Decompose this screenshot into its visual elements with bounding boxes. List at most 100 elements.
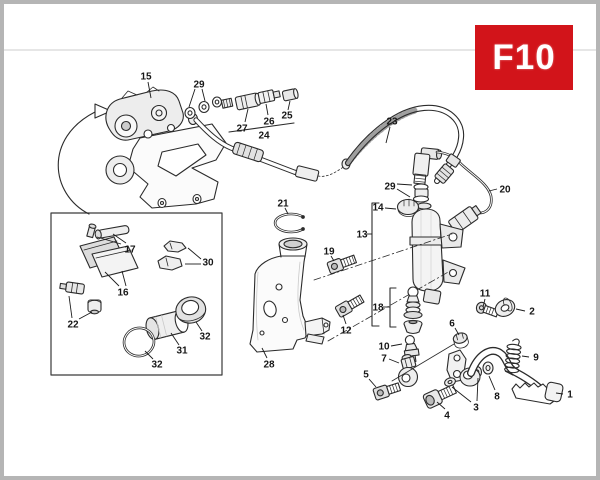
part-callout-21: 21 (277, 199, 289, 210)
part-callout-5: 5 (363, 370, 369, 381)
part-callout-22: 22 (67, 320, 79, 331)
callout-leader-3 (476, 377, 479, 402)
brake-hose-23 (341, 104, 465, 184)
part-code-badge: F10 (475, 25, 573, 90)
bracket-18 (389, 287, 397, 328)
callout-leader-23 (385, 126, 391, 144)
callout-leader-14 (384, 207, 397, 210)
callout-leader-16 (104, 271, 120, 287)
part-callout-7: 7 (381, 354, 387, 365)
part-callout-10: 10 (378, 342, 390, 353)
part-callout-11: 11 (480, 289, 491, 300)
callout-leader-22 (68, 295, 73, 319)
part-callout-15: 15 (140, 72, 152, 83)
part-callout-25: 25 (281, 111, 293, 122)
brake-pads-16 (79, 236, 139, 278)
frame-bracket-28 (249, 237, 331, 353)
callout-leader-17 (96, 236, 122, 245)
rod-end-7 (391, 343, 455, 388)
part-callout-28: 28 (263, 360, 275, 371)
callout-leader-4 (436, 401, 446, 410)
install-arrow (57, 103, 112, 215)
brake-caliper-assembly (105, 86, 227, 209)
pad-pin-17 (86, 223, 130, 240)
part-callout-20: 20 (499, 185, 511, 196)
callout-leader-19 (330, 255, 335, 262)
callout-leader-29 (188, 88, 196, 108)
part-callout-16: 16 (117, 288, 129, 299)
nut-6 (452, 332, 469, 349)
part-callout-32: 32 (199, 332, 211, 343)
bleed-screw-22 (59, 281, 102, 315)
roller-2 (494, 297, 516, 317)
callout-leader-29 (201, 88, 206, 102)
part-callout-30: 30 (202, 258, 214, 269)
stoplight-switch-elbow (412, 147, 443, 210)
fitting-27 (234, 92, 262, 111)
part-callout-9: 9 (533, 353, 539, 364)
part-callout-8: 8 (494, 392, 500, 403)
callout-leader-12 (342, 314, 347, 325)
part-callout-32: 32 (151, 360, 163, 371)
part-callout-29: 29 (384, 182, 396, 193)
mount-bolt-12 (334, 294, 365, 318)
callout-leader-32 (195, 321, 203, 332)
callout-leader-11 (482, 298, 486, 308)
inset-detail-box (50, 212, 223, 376)
callout-leader-8 (488, 375, 496, 391)
callout-leader-29 (396, 188, 411, 198)
bracket-13 (371, 202, 380, 327)
part-code-text: F10 (492, 37, 556, 77)
callout-leader-5 (368, 378, 377, 388)
callout-leader-3 (451, 386, 472, 403)
mount-bolt-19 (326, 254, 358, 275)
part-callout-19: 19 (323, 247, 335, 258)
caliper-fittings-row (184, 88, 299, 133)
callout-leader-20 (488, 188, 498, 192)
circlip-21 (273, 212, 305, 234)
callout-leader-27 (244, 108, 249, 123)
callout-leader-15 (147, 81, 152, 99)
callout-leader-25 (287, 100, 291, 111)
group-line-24 (228, 122, 295, 133)
part-callout-23: 23 (386, 117, 398, 128)
bolt-5 (372, 382, 402, 401)
part-callout-14: 14 (372, 203, 384, 214)
fitting-26 (257, 89, 281, 104)
cap-25 (281, 88, 299, 102)
brake-pipe-24 (193, 117, 347, 182)
part-callout-2: 2 (529, 307, 535, 318)
stop-bolt-11 (475, 301, 500, 318)
part-callout-17: 17 (124, 245, 136, 256)
callout-leader-31 (170, 332, 180, 346)
part-callout-12: 12 (340, 326, 352, 337)
part-callout-27: 27 (236, 124, 248, 135)
callout-leader-21 (284, 207, 289, 215)
switch-wire-20 (435, 150, 493, 234)
piston-seal-32 (175, 296, 207, 324)
part-callout-29: 29 (193, 80, 205, 91)
pad-clips-30 (157, 240, 187, 271)
pushrod-group-18 (403, 286, 423, 335)
callout-leader-29 (396, 183, 413, 186)
callout-leader-17 (112, 233, 127, 244)
part-callout-18: 18 (372, 303, 384, 314)
part-callout-6: 6 (449, 319, 455, 330)
callout-leader-1 (555, 392, 564, 395)
header-divider (4, 49, 596, 51)
callout-leader-6 (454, 327, 460, 336)
master-cylinder (313, 198, 466, 342)
callout-leader-30 (187, 247, 202, 260)
callout-leader-9 (521, 355, 530, 358)
callout-leader-7 (388, 358, 400, 364)
callout-leader-32 (144, 350, 154, 360)
o-ring-32 (122, 326, 156, 358)
return-spring-9 (504, 338, 522, 376)
part-callout-24: 24 (258, 131, 270, 142)
part-callout-26: 26 (263, 117, 275, 128)
callout-leader-2 (515, 308, 526, 312)
callout-leader-26 (265, 103, 269, 116)
callout-leader-16 (121, 270, 127, 287)
